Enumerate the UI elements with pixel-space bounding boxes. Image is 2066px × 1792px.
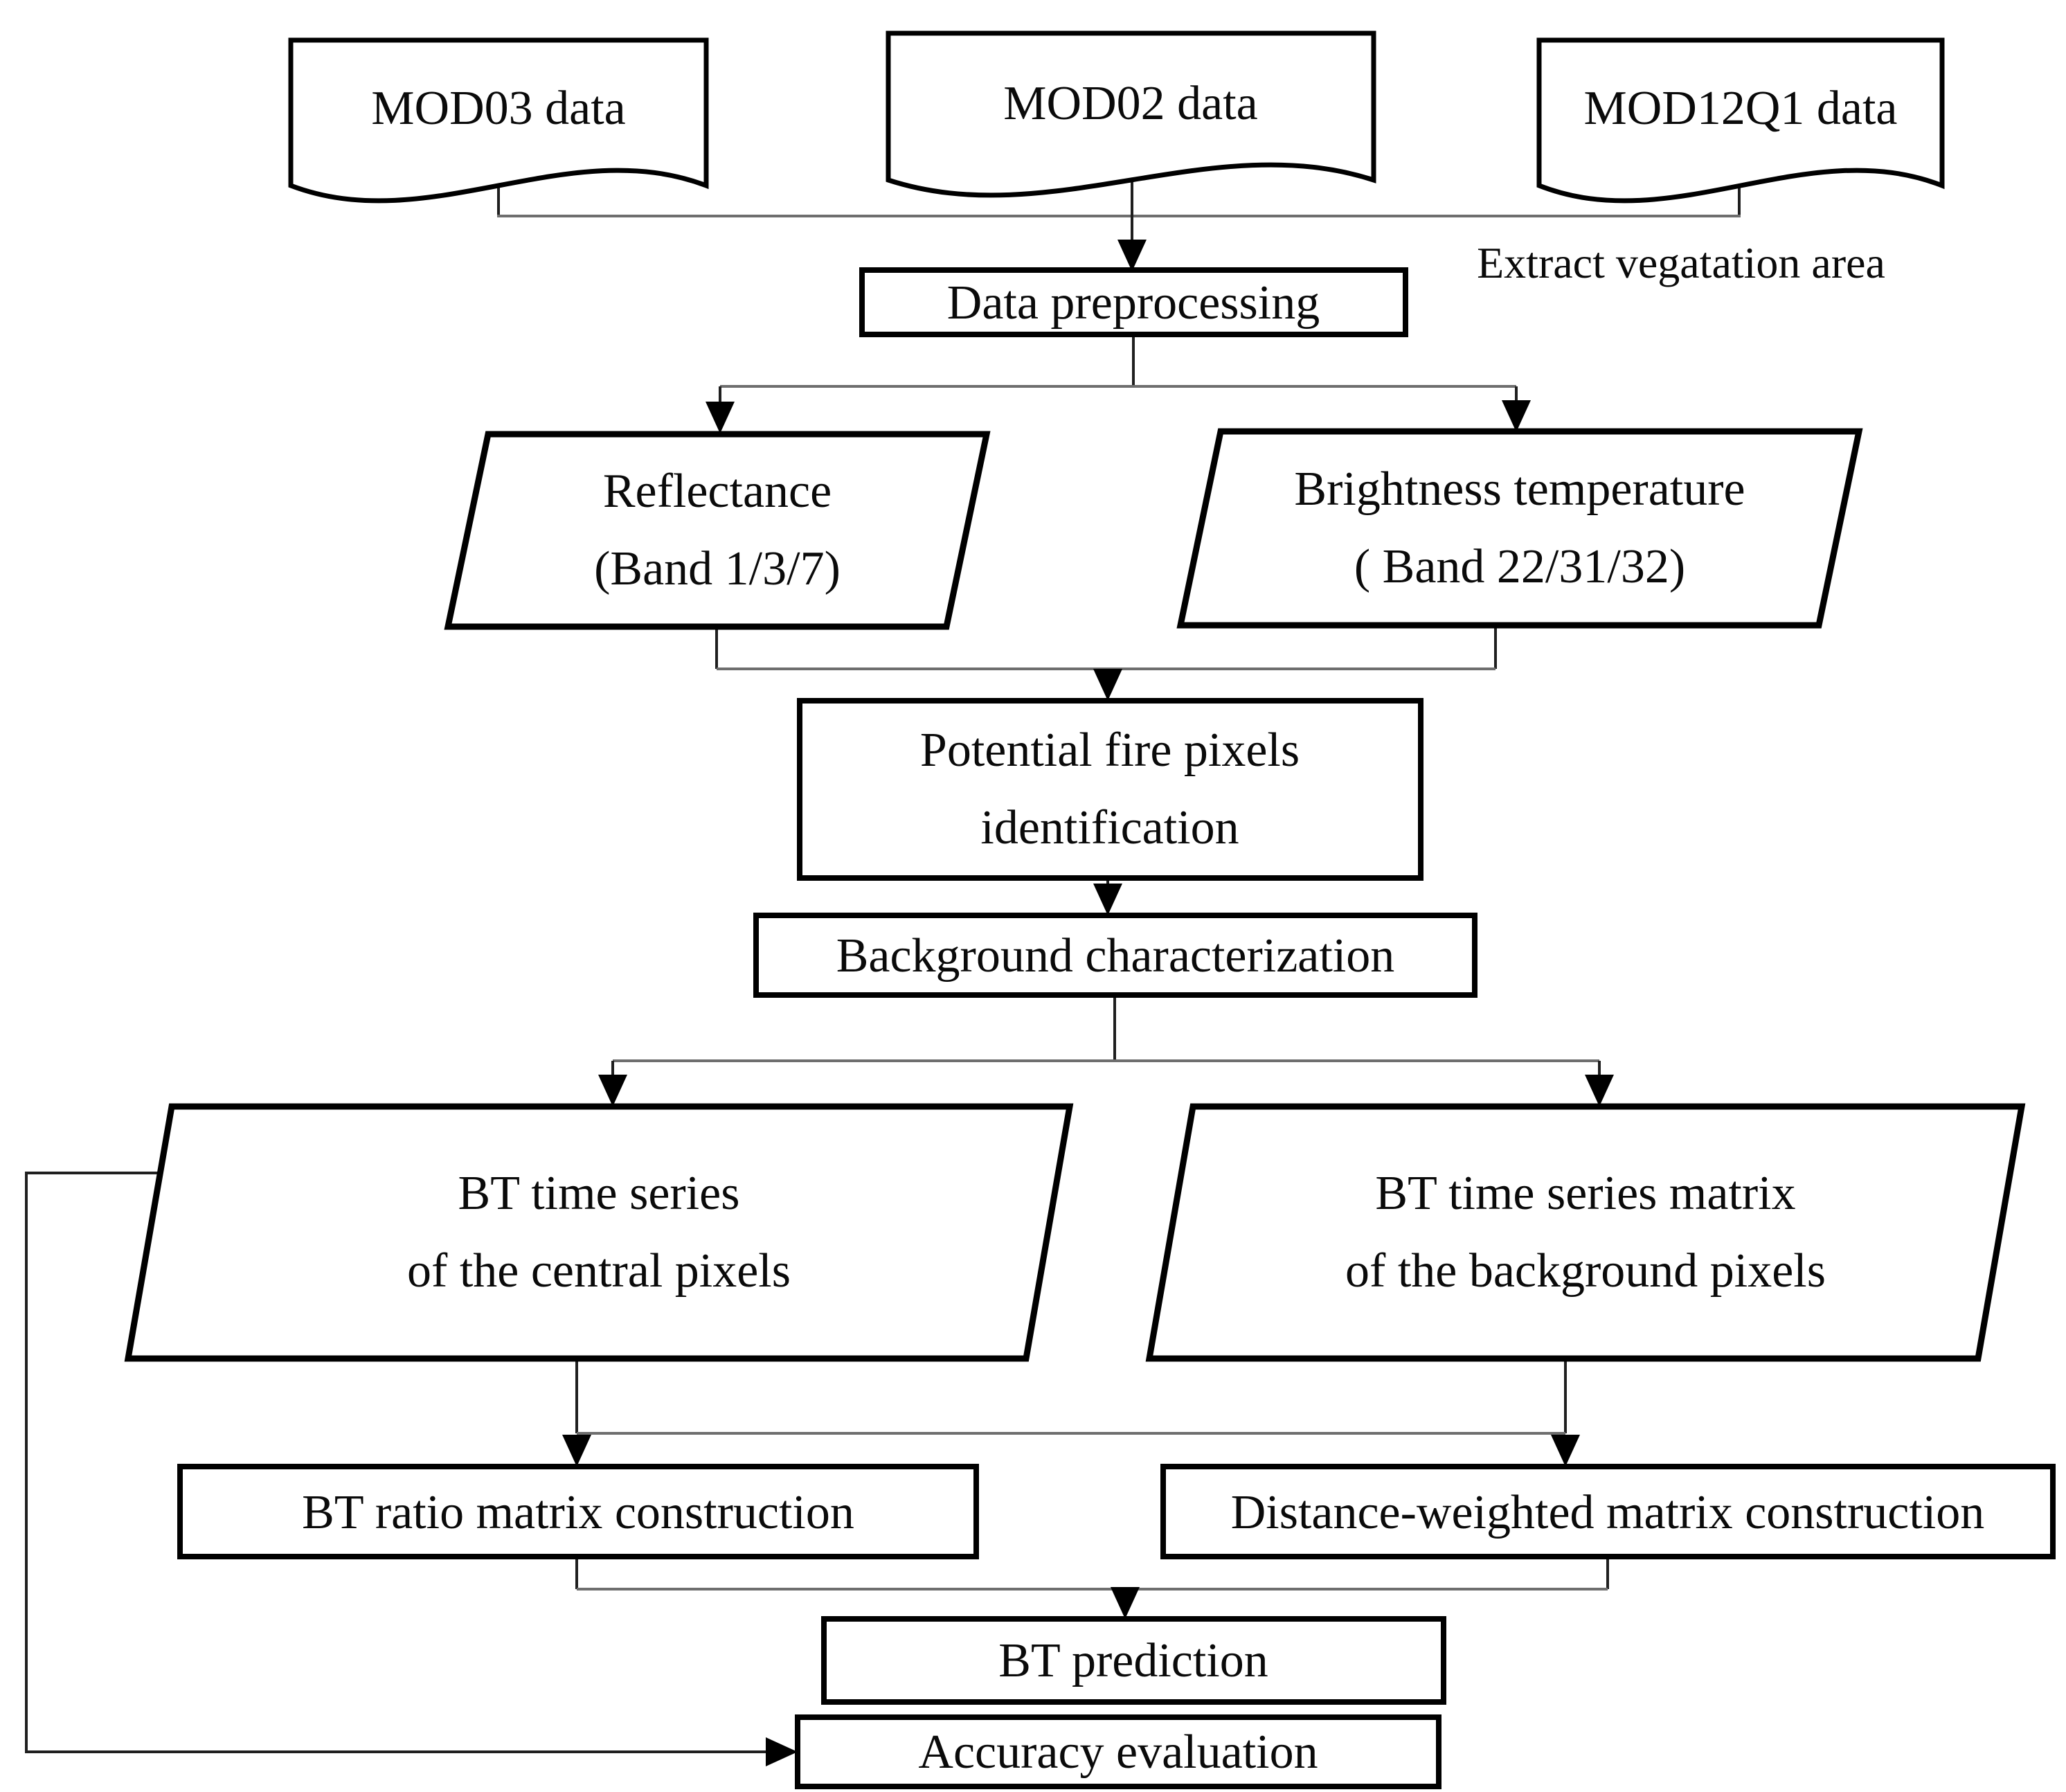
arrowhead-down-icon xyxy=(1117,240,1147,271)
connector-bands-merge-to-potential xyxy=(715,625,1497,701)
potential-box-shape xyxy=(797,698,1423,881)
arrowhead-down-icon xyxy=(1502,400,1531,432)
connector-potential-to-background xyxy=(1093,878,1122,915)
arrowhead-down-icon xyxy=(1111,1587,1140,1619)
bt-central-label-line1: BT time series xyxy=(458,1167,740,1220)
bt-ratio-box-shape xyxy=(177,1464,979,1559)
connector-mod12q1-to-preprocessing xyxy=(1133,186,1741,217)
accuracy-label: Accuracy evaluation xyxy=(918,1726,1318,1779)
distance-weighted-label: Distance-weighted matrix construction xyxy=(1230,1486,1985,1539)
bt-ratio-label: BT ratio matrix construction xyxy=(302,1486,854,1539)
potential-label-line1: Potential fire pixels xyxy=(919,724,1300,777)
mod12q1-document-shape xyxy=(1536,37,1945,204)
mod03-label: MOD03 data xyxy=(371,82,626,135)
brightness-label-line1: Brightness temperature xyxy=(1294,463,1745,516)
preprocessing-label: Data preprocessing xyxy=(946,276,1320,330)
brightness-parallelogram-shape xyxy=(1176,428,1863,629)
connector-central-feedback-to-accuracy xyxy=(25,1172,798,1766)
arrowhead-down-icon xyxy=(1585,1075,1614,1106)
potential-label: Potential fire pixels identification xyxy=(920,712,1300,867)
bt-matrix-label-line1: BT time series matrix xyxy=(1375,1167,1796,1220)
extract-vegetation-annotation: Extract vegatation area xyxy=(1477,238,1885,287)
background-label: Background characterization xyxy=(836,929,1395,983)
background-box-shape xyxy=(753,913,1477,998)
mod12q1-label: MOD12Q1 data xyxy=(1583,82,1898,135)
brightness-label: Brightness temperature ( Band 22/31/32) xyxy=(1294,451,1745,606)
bt-prediction-label: BT prediction xyxy=(998,1634,1268,1687)
bt-central-label: BT time series of the central pixels xyxy=(407,1155,791,1310)
mod02-document-shape xyxy=(886,30,1376,198)
connector-segment xyxy=(25,1172,767,1753)
connector-preprocessing-split xyxy=(706,334,1531,433)
connector-timeseries-cross-bus xyxy=(562,1359,1580,1467)
arrowhead-down-icon xyxy=(598,1075,627,1106)
reflectance-parallelogram-shape xyxy=(444,431,991,630)
arrowhead-down-icon xyxy=(562,1435,591,1467)
distance-weighted-box-shape xyxy=(1160,1464,2056,1559)
bt-matrix-label: BT time series matrix of the background … xyxy=(1345,1155,1826,1310)
connector-mod02-to-preprocessing xyxy=(1117,180,1147,271)
reflectance-label-line1: Reflectance xyxy=(602,465,832,518)
mod03-document-shape xyxy=(288,37,709,204)
reflectance-label-line2: (Band 1/3/7) xyxy=(594,542,841,595)
arrowhead-down-icon xyxy=(1551,1435,1580,1467)
connector-mod03-to-preprocessing xyxy=(497,186,1131,217)
bt-prediction-box-shape xyxy=(821,1616,1446,1705)
accuracy-box-shape xyxy=(795,1714,1441,1789)
bt-central-parallelogram-shape xyxy=(124,1103,1074,1362)
arrowhead-right-icon xyxy=(766,1737,798,1766)
connector-constructions-merge-to-prediction xyxy=(575,1557,1609,1619)
arrowhead-down-icon xyxy=(1093,884,1122,915)
arrowhead-down-icon xyxy=(1093,669,1122,701)
mod02-label: MOD02 data xyxy=(1003,77,1258,130)
connector-background-split xyxy=(598,995,1614,1106)
arrowhead-down-icon xyxy=(706,402,735,433)
reflectance-label: Reflectance (Band 1/3/7) xyxy=(594,453,841,608)
bt-matrix-parallelogram-shape xyxy=(1145,1103,2026,1362)
bt-matrix-label-line2: of the background pixels xyxy=(1345,1244,1826,1298)
brightness-label-line2: ( Band 22/31/32) xyxy=(1354,540,1686,593)
potential-label-line2: identification xyxy=(980,801,1239,854)
bt-central-label-line2: of the central pixels xyxy=(407,1244,791,1298)
preprocessing-box-shape xyxy=(859,267,1408,337)
